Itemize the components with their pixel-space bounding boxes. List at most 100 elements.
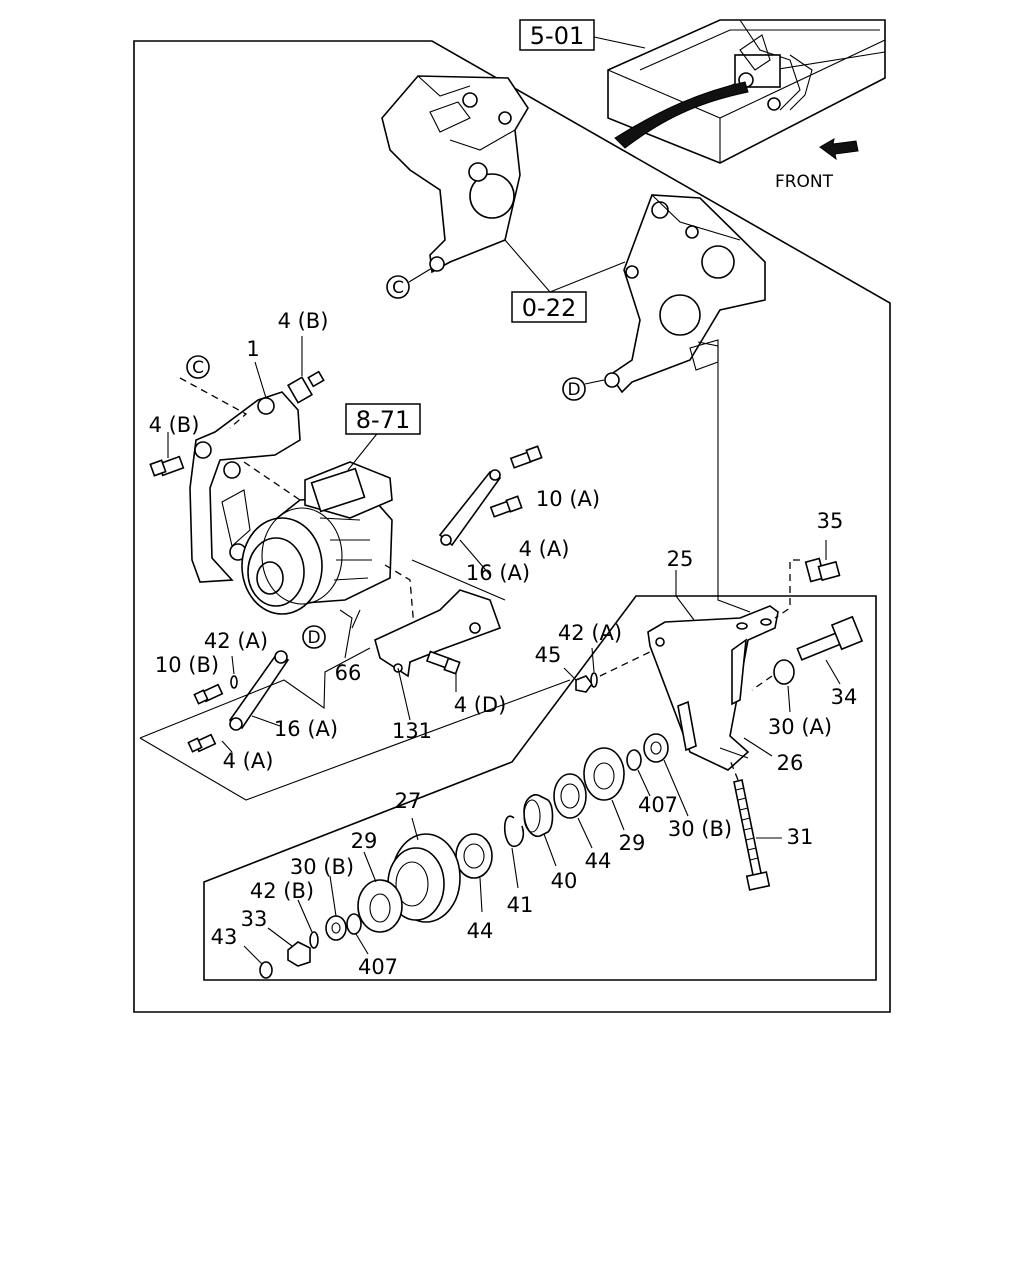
circle-d-letter-top: D [567,380,580,400]
label-part-35: 35 [817,509,844,533]
nut-45-dashed-line [599,649,655,677]
stay-16a-left [228,650,290,731]
washer-42a-right [590,672,598,688]
spacer-30b-left-leader [329,875,337,917]
bolt-4b-left [149,455,185,477]
circle-c-marker-top [386,275,410,299]
ref-0-22: 0-22 [511,291,587,323]
circle-d-letter-mid: D [307,628,320,648]
label-part-43: 43 [211,925,238,949]
cover-29-right [583,747,625,801]
circle-d-marker-top [562,377,586,401]
washer-42b [309,931,319,949]
label-part-29-left: 29 [351,829,378,853]
label-part-16a-right: 16 (A) [466,561,530,585]
label-part-44-left: 44 [467,919,494,943]
label-part-27: 27 [395,789,422,813]
label-part-41: 41 [507,893,534,917]
label-part-30a: 30 (A) [768,715,832,739]
washer-42b-leader [297,899,313,933]
washer-30a [773,659,795,685]
ring-407-left [346,913,362,935]
part-1-leader [254,361,267,399]
bearing-44-left [455,833,493,879]
front-label: FRONT [775,172,834,192]
snap-ring-41-leader [511,847,519,889]
part-25-leader [675,570,695,621]
circle-c-letter-top: C [392,278,404,298]
label-part-4a-right: 4 (A) [519,537,570,561]
bearing-44-right [553,773,587,819]
collar-40-face [523,799,541,833]
label-part-42a-right: 42 (A) [558,621,622,645]
bracket-to-25-leader [697,341,751,613]
outer-frame [133,40,891,1013]
bolt-4b-top [286,370,325,404]
ref-5-01-leader [593,36,646,49]
bolt-4a-right [489,495,523,518]
label-part-16a-left: 16 (A) [274,717,338,741]
ref-0-22-text: 0-22 [522,294,576,322]
ac-compressor [241,461,393,629]
label-part-44-right: 44 [585,849,612,873]
front-arrow-icon [819,138,859,161]
cap-43-leader [243,945,263,965]
adjusting-bolt-31 [733,779,771,891]
spacer-30b-right-inner [650,741,662,755]
label-part-407-right: 407 [638,793,678,817]
label-part-45: 45 [535,643,562,667]
label-part-26: 26 [777,751,804,775]
nut-45 [575,675,593,693]
ref-5-01: 5-01 [519,19,595,51]
label-part-34: 34 [831,685,858,709]
bolt-35-dashed-line [774,559,800,619]
ref-5-01-text: 5-01 [530,22,584,50]
c-top-leader [408,267,433,283]
spacer-30b-right [643,733,669,763]
washer-42a-left [230,675,238,689]
label-part-1: 1 [246,337,259,361]
label-part-66: 66 [335,661,362,685]
bearing-44-right-leader [577,817,593,849]
bolt-34-leader [825,659,841,685]
washer-42a-right-leader [591,647,595,673]
bolt-34-dashed-line [751,675,773,691]
washer-30a-leader [787,685,791,713]
bracket-131-leader [397,667,411,721]
snap-ring-41 [503,815,525,848]
nut-33 [287,941,311,967]
label-part-30b-left: 30 (B) [290,855,354,879]
nut-33-leader [267,927,293,947]
label-part-42b: 42 (B) [250,879,314,903]
label-part-407-left: 407 [358,955,398,979]
mounting-bracket-lower [604,194,766,394]
mounting-bracket-upper [381,75,529,274]
label-part-131: 131 [392,719,432,743]
label-part-29-right: 29 [619,831,646,855]
part-66-leader [339,609,353,659]
ring-407-right-leader [637,769,651,797]
bearing-44-left-leader [479,877,483,913]
label-part-31: 31 [787,825,814,849]
stay-16a-right [438,469,502,547]
pulley-27-groove [395,861,429,907]
cover-29-left-leader [363,851,377,883]
bracket-131 [374,589,502,678]
label-part-4a-left: 4 (A) [223,749,274,773]
bolt-10b [193,683,224,705]
bolt-4a-left-leader [221,740,233,753]
d-top-leader [584,379,605,385]
cover-29-left [357,879,403,933]
bearing-44-left-inner [463,843,485,869]
stay-16a-left-zigzag [139,647,371,739]
nut-45-leader [563,667,577,681]
label-part-33: 33 [241,907,268,931]
ring-407-right [626,749,642,771]
spacer-30b-right-leader [663,759,689,817]
cover-29-right-inner [593,762,615,790]
circle-c-letter-mid: C [192,358,204,378]
spacer-30b-left-inner [331,922,341,934]
cover-29-right-leader [611,799,625,831]
label-part-30b-right: 30 (B) [668,817,732,841]
bolt-35 [804,557,841,583]
